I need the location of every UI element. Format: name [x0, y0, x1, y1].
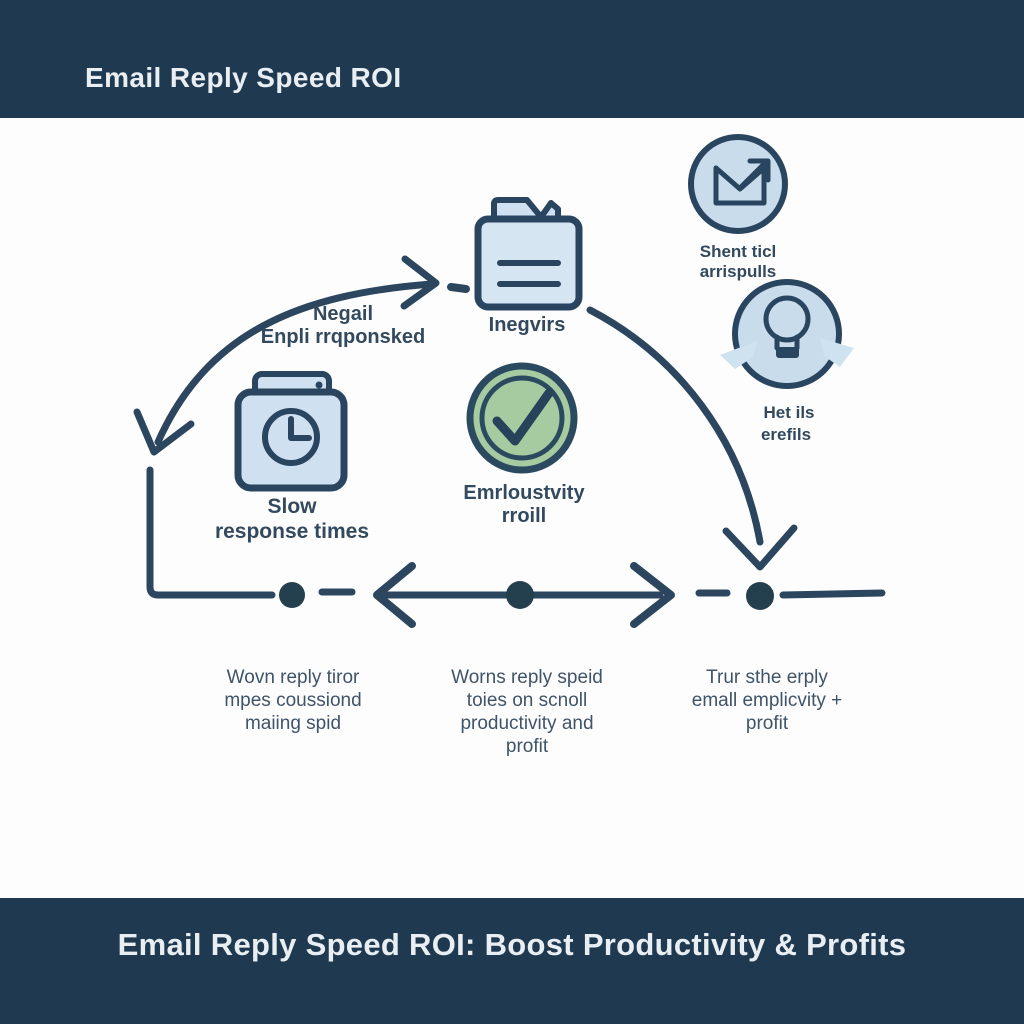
- arrowhead-down-icon: [133, 408, 195, 456]
- note-2: profit: [506, 736, 549, 757]
- clock-icon: [234, 371, 348, 492]
- document-icon: [474, 197, 583, 311]
- note-1: maiing spid: [245, 713, 341, 734]
- email-label: arrispulls: [700, 262, 777, 281]
- email-label: Shent ticl: [700, 242, 777, 261]
- arc-label: Enpli rrqponsked: [261, 326, 425, 348]
- footer-title: Email Reply Speed ROI: Boost Productivit…: [117, 927, 907, 962]
- note-2: productivity and: [460, 713, 593, 734]
- timeline-dot: [506, 581, 534, 609]
- arc-label: Negail: [313, 303, 373, 325]
- note-3: Trur sthe erply: [706, 667, 828, 688]
- arrowhead-right-icon: [630, 562, 675, 628]
- curved-arrow-right: [586, 306, 798, 571]
- arrowhead-right-icon: [400, 255, 440, 310]
- lightbulb-icon: [720, 279, 854, 389]
- note-1: Wovn reply tiror: [227, 667, 360, 688]
- note-3: profit: [746, 713, 789, 734]
- lightbulb-label: Het ils: [763, 403, 814, 422]
- lightbulb-label: erefils: [761, 425, 811, 444]
- curved-arrow-left: [133, 255, 440, 456]
- timeline-corner-line: [146, 466, 276, 599]
- timeline-dot: [279, 582, 305, 608]
- document-label: Inegvirs: [489, 314, 566, 336]
- email-send-icon: [688, 134, 788, 234]
- arrowhead-left-icon: [373, 562, 416, 628]
- check-label: rroill: [502, 505, 546, 527]
- note-3: emall emplicvity +: [692, 690, 842, 711]
- ribbon-arrow-icon: [720, 341, 757, 369]
- arrowhead-down-icon: [722, 524, 798, 571]
- ribbon-arrow-icon: [820, 338, 854, 367]
- timeline-segment: [779, 589, 886, 599]
- clock-label: Slow: [267, 495, 317, 518]
- timeline-dot: [746, 582, 774, 610]
- header-bar: Email Reply Speed ROI: [0, 0, 1024, 118]
- note-2: Worns reply speid: [451, 667, 603, 688]
- checkmark-circle-icon: [466, 362, 578, 474]
- connector-dash: [447, 283, 470, 293]
- note-1: mpes coussiond: [224, 690, 361, 711]
- clock-label: response times: [215, 520, 369, 543]
- note-2: toies on scnoll: [467, 690, 587, 711]
- page-title: Email Reply Speed ROI: [85, 62, 402, 93]
- check-label: Emrloustvity: [463, 482, 585, 504]
- footer-bar: Email Reply Speed ROI: Boost Productivit…: [0, 898, 1024, 1024]
